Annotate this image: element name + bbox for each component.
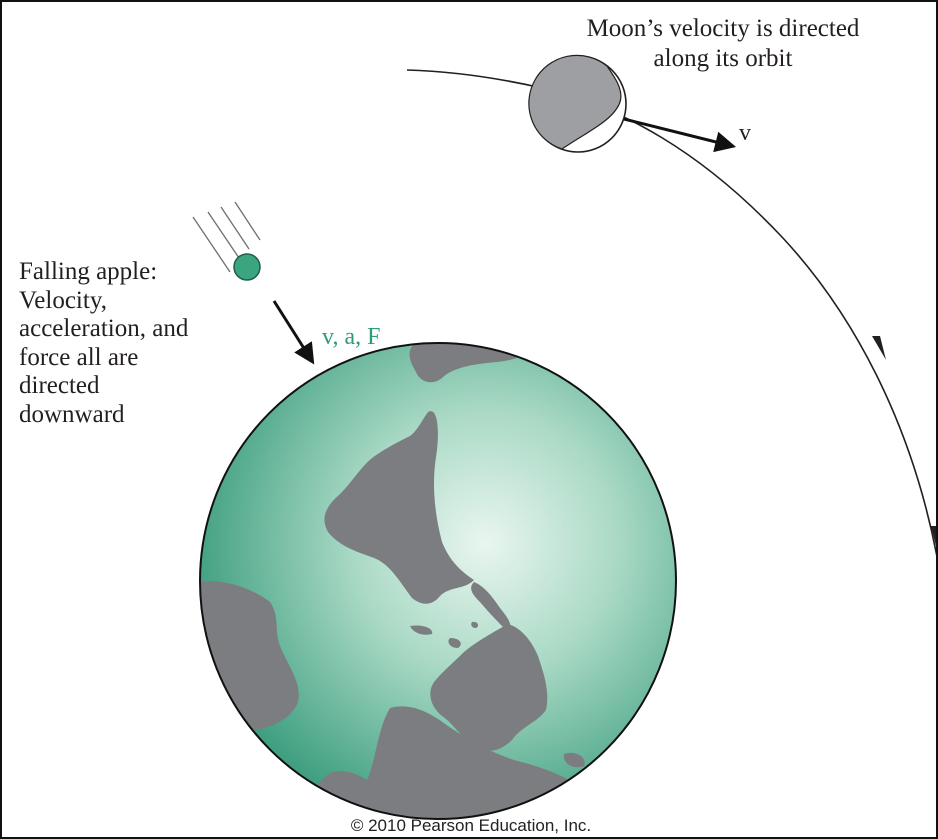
copyright-notice: © 2010 Pearson Education, Inc. — [350, 816, 592, 835]
apple-caption-line: force all are — [19, 343, 139, 371]
moon-orbit-path — [406, 69, 936, 557]
apple-caption-line: directed — [19, 372, 100, 399]
apple-vector-label: v, a, F — [322, 324, 381, 350]
landmass-north-island — [409, 343, 525, 383]
orbit-direction-arrowhead-2 — [931, 526, 936, 546]
apple-caption-line: downward — [19, 400, 125, 428]
apple-motion-lines — [192, 201, 261, 273]
moon-shadow — [528, 54, 622, 150]
apple-caption-line: Falling apple: — [19, 258, 158, 285]
apple — [233, 253, 261, 281]
moon-caption-line: Moon’s velocity is directed — [586, 15, 860, 42]
orbit-direction-arrowhead-1 — [872, 336, 886, 360]
falling-apple-caption: Falling apple: Velocity, acceleration, a… — [19, 258, 269, 429]
earth — [199, 342, 677, 820]
moon-velocity-arrow — [623, 117, 737, 153]
moon-velocity-label: v — [739, 120, 751, 146]
apple-caption-line: Velocity, — [19, 286, 107, 314]
landmass-south-america — [324, 411, 474, 604]
moon-caption-line: along its orbit — [653, 45, 793, 72]
moon-velocity-caption: Moon’s velocity is directed along its or… — [542, 14, 904, 74]
landmass-north-america — [430, 624, 548, 751]
moon — [528, 54, 627, 153]
apple-caption-line: acceleration, and — [19, 315, 189, 342]
landmass-central-america — [471, 582, 511, 632]
apple-vector-arrow — [272, 300, 315, 365]
landmass-caribbean — [410, 621, 479, 648]
